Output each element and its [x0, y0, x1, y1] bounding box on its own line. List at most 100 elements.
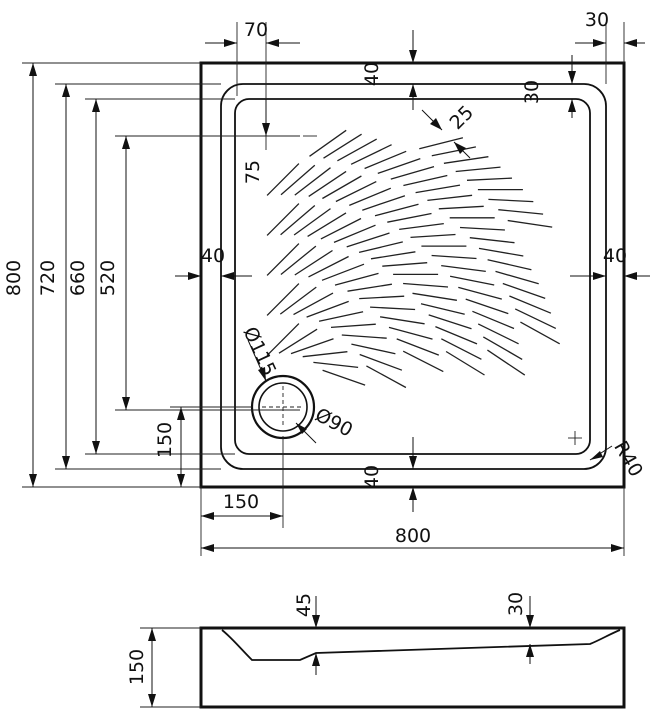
anti-slip-stripe	[379, 316, 425, 325]
anti-slip-stripe	[359, 295, 405, 300]
anti-slip-stripe	[488, 198, 534, 203]
anti-slip-stripe	[370, 306, 416, 311]
anti-slip-stripe	[514, 308, 557, 329]
anti-slip-stripe	[370, 251, 416, 260]
anti-slip-stripe	[487, 259, 532, 271]
dim-left-wall-label: 40	[201, 245, 225, 267]
anti-slip-stripe	[477, 323, 519, 345]
anti-slip-stripe	[441, 264, 486, 273]
anti-slip-stripe	[443, 156, 489, 164]
drain	[250, 374, 316, 440]
anti-slip-stripe	[320, 217, 362, 240]
dim-720-label: 720	[37, 260, 59, 296]
anti-slip-stripe	[321, 263, 365, 281]
dim-30-right-label: 30	[521, 80, 543, 104]
anti-slip-stripe	[293, 208, 331, 236]
anti-slip-stripe	[280, 164, 316, 196]
anti-slip-stripe	[334, 272, 379, 286]
dim-75-label: 75	[242, 160, 264, 184]
anti-slip-stripe	[415, 184, 461, 194]
dim-520-label: 520	[97, 260, 119, 296]
anti-slip-stripe	[469, 237, 515, 244]
anti-slip-stripe	[341, 334, 387, 339]
anti-slip-stripe	[445, 350, 485, 376]
anti-slip-stripe	[330, 323, 376, 329]
anti-slip-stripe	[358, 241, 403, 254]
anti-slip-stripe	[412, 292, 458, 301]
anti-slip-stripe	[449, 275, 495, 286]
anti-slip-stripe	[478, 247, 524, 257]
anti-slip-stripe	[402, 350, 444, 373]
anti-slip-stripe	[335, 181, 377, 203]
anti-slip-stripe	[362, 195, 406, 211]
anti-slip-stripe	[337, 138, 378, 162]
anti-slip-stripe	[399, 222, 444, 231]
dim-drain-outer-label: Ø115	[239, 324, 281, 380]
anti-slip-stripe	[306, 300, 349, 318]
side-profile-outline	[199, 626, 626, 709]
dim-660-label: 660	[67, 260, 89, 296]
anti-slip-stripe	[520, 321, 561, 345]
anti-slip-stripe	[294, 167, 331, 196]
anti-slip-stripe	[509, 295, 552, 314]
anti-slip-stripe	[318, 311, 364, 322]
anti-slip-stripe	[487, 349, 526, 376]
anti-slip-stripe	[346, 232, 390, 248]
anti-slip-stripe	[290, 338, 334, 355]
anti-slip-stripe	[427, 194, 473, 202]
anti-slip-stripe	[333, 224, 376, 244]
dim-corner-radius-label: R40	[609, 437, 647, 480]
dim-bottom-wall-label: 40	[361, 465, 383, 489]
anti-slip-stripe	[498, 209, 544, 215]
anti-slip-stripe	[410, 233, 456, 239]
plan-view: 800 720 660 520 150 70 30 40 30	[3, 9, 650, 556]
anti-slip-stripe	[374, 203, 419, 217]
anti-slip-stripe	[403, 282, 449, 288]
dim-drain-height-label: 150	[154, 422, 176, 458]
side-profile-basin	[221, 629, 621, 661]
anti-slip-stripe	[279, 286, 317, 315]
anti-slip-stripe	[388, 326, 433, 340]
anti-slip-stripe	[458, 286, 502, 300]
anti-slip-stripe	[364, 150, 407, 170]
anti-slip-stripe	[377, 157, 421, 175]
anti-slip-stripe	[482, 336, 523, 360]
anti-slip-stripe	[308, 255, 349, 278]
anti-slip-stripe	[308, 170, 347, 197]
anti-slip-stripe	[322, 369, 366, 386]
anti-slip-stripe	[293, 292, 334, 316]
anti-slip-stripe	[459, 226, 505, 231]
dim-drain-x-label: 150	[223, 491, 259, 513]
anti-slip-stripe	[390, 165, 435, 180]
anti-slip-stripe	[266, 163, 300, 196]
dim-70-label: 70	[244, 19, 268, 41]
dim-25-label: 25	[445, 101, 478, 134]
anti-slip-stripe	[266, 323, 300, 356]
anti-slip-stripe	[366, 365, 407, 389]
anti-slip-stripe	[266, 243, 300, 276]
side-dim-height-label: 150	[126, 649, 148, 685]
anti-slip-stripe	[502, 282, 546, 300]
anti-slip-stripe	[351, 343, 396, 355]
anti-slip-stripe	[347, 283, 393, 292]
anti-slip-stripe	[278, 328, 318, 354]
dim-30-top-right-label: 30	[585, 9, 609, 31]
anti-slip-stripe	[507, 219, 553, 228]
anti-slip-stripe	[349, 187, 392, 207]
anti-slip-stripe	[403, 174, 448, 187]
anti-slip-stripe	[294, 249, 333, 276]
anti-slip-stripe	[428, 314, 472, 330]
anti-slip-stripe	[266, 283, 300, 316]
dim-overall-height-label: 800	[3, 260, 25, 296]
anti-slip-stripe	[280, 205, 316, 236]
side-dim-30-label: 30	[505, 592, 527, 616]
dim-overall-width-label: 800	[395, 525, 431, 547]
side-view: 150 45 30	[126, 592, 626, 709]
anti-slip-stripe	[455, 166, 501, 173]
anti-slip-stripe	[472, 310, 515, 330]
side-dim-45-label: 45	[293, 593, 315, 617]
anti-slip-stripe	[441, 338, 482, 360]
anti-slip-stripe	[302, 351, 348, 358]
anti-slip-stripe	[309, 129, 347, 157]
